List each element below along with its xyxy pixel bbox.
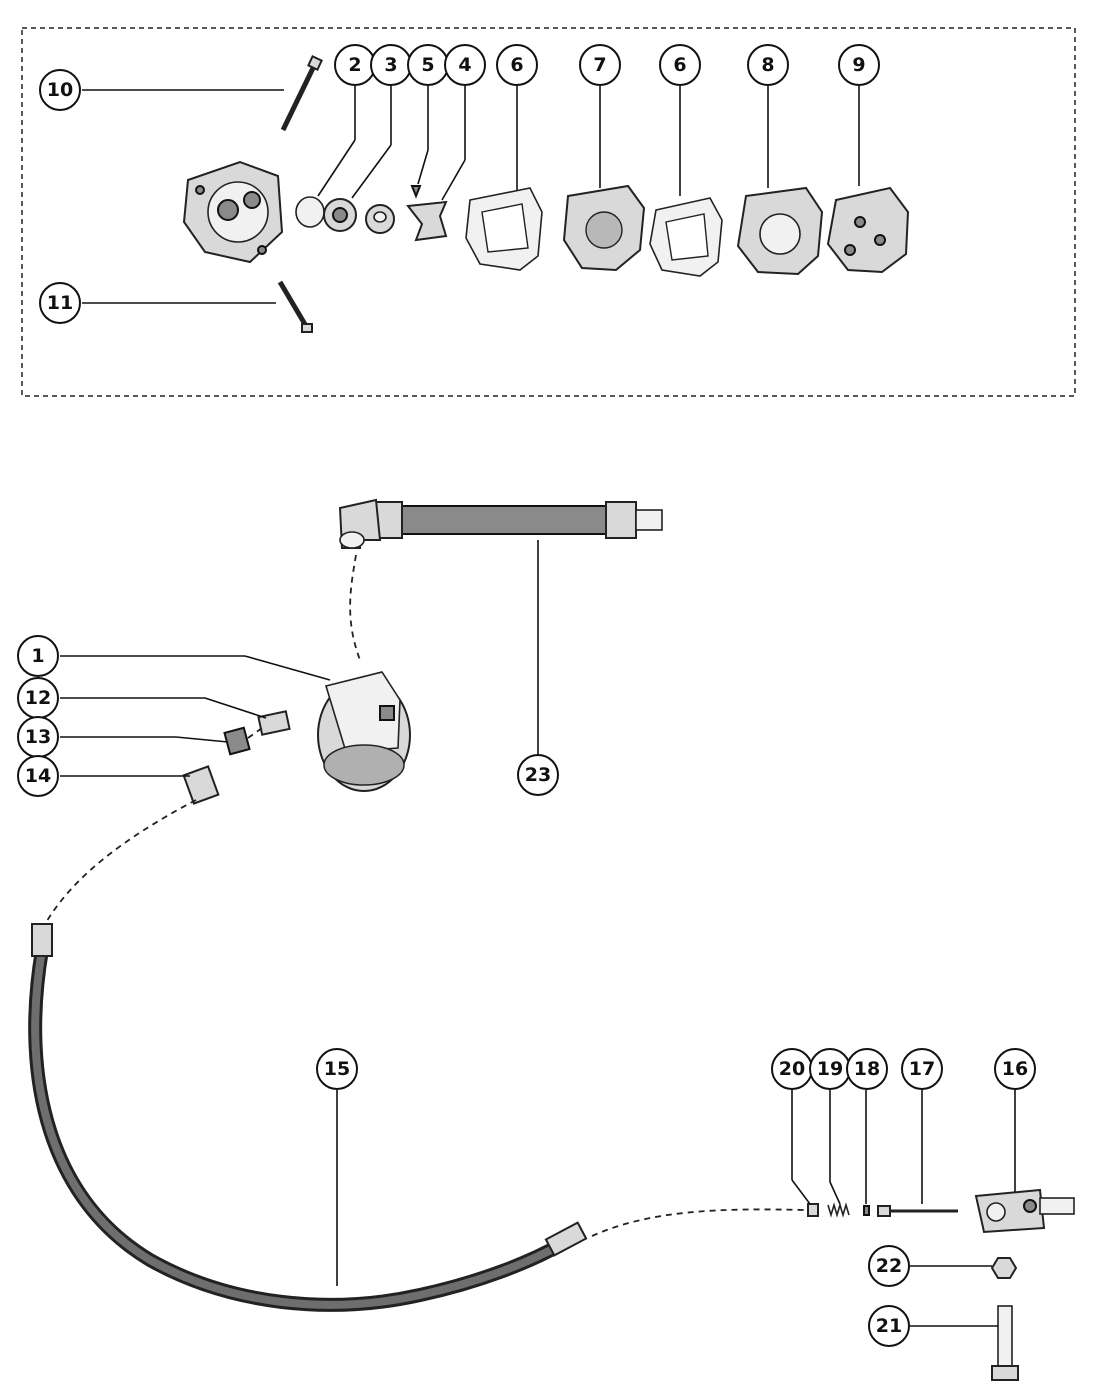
connector-14-to-hose: [43, 799, 197, 927]
leader-1b: [244, 655, 331, 681]
svg-text:22: 22: [876, 1255, 902, 1277]
pump-body: [182, 160, 284, 264]
callout-2: 2: [334, 44, 376, 86]
part-12-fitting: [257, 710, 291, 736]
svg-text:23: 23: [525, 764, 551, 786]
part-11-screw: [277, 280, 313, 333]
part-9-cover-plate: [826, 186, 910, 274]
svg-text:10: 10: [47, 79, 73, 101]
connector-pipe-to-pump: [349, 554, 361, 661]
callout-20: 20: [771, 1048, 813, 1090]
part-6-gasket-a: [465, 187, 543, 271]
callout-11: 11: [39, 282, 81, 324]
part-19-spring: [827, 1202, 850, 1218]
svg-text:21: 21: [876, 1315, 902, 1337]
svg-text:7: 7: [593, 54, 606, 76]
callout-13: 13: [17, 716, 59, 758]
callout-6b: 6: [659, 44, 701, 86]
callout-6a: 6: [496, 44, 538, 86]
callout-19: 19: [809, 1048, 851, 1090]
svg-text:12: 12: [25, 687, 51, 709]
svg-text:15: 15: [324, 1058, 350, 1080]
part-2-o-ring: [295, 196, 325, 228]
part-13-nut: [223, 726, 251, 756]
callout-17: 17: [901, 1048, 943, 1090]
callout-18: 18: [846, 1048, 888, 1090]
callout-22: 22: [868, 1245, 910, 1287]
part-15-hose: [28, 923, 588, 1312]
callout-16: 16: [994, 1048, 1036, 1090]
leader-13b: [175, 736, 229, 743]
svg-text:11: 11: [47, 292, 73, 314]
svg-text:4: 4: [458, 54, 471, 76]
part-5-pin: [410, 185, 422, 199]
leader-2b: [317, 139, 356, 197]
callout-1: 1: [17, 635, 59, 677]
leader-3b: [351, 144, 392, 199]
callout-12: 12: [17, 677, 59, 719]
svg-text:5: 5: [421, 54, 434, 76]
part-7-cover: [562, 184, 646, 272]
svg-text:17: 17: [909, 1058, 935, 1080]
part-4-retainer: [406, 200, 448, 242]
part-20-seat: [807, 1203, 819, 1217]
part-17-needle: [877, 1205, 958, 1217]
callout-7: 7: [579, 44, 621, 86]
svg-text:9: 9: [852, 54, 865, 76]
part-5-valve-cup: [365, 204, 395, 234]
part-23-fuel-line: [338, 498, 663, 549]
connector-12-13: [247, 727, 263, 739]
svg-text:13: 13: [25, 726, 51, 748]
part-3-valve: [323, 198, 357, 232]
svg-text:2: 2: [348, 54, 361, 76]
callout-21: 21: [868, 1305, 910, 1347]
part-18-ball: [863, 1205, 870, 1216]
svg-text:3: 3: [384, 54, 397, 76]
callout-23: 23: [517, 754, 559, 796]
callout-8: 8: [747, 44, 789, 86]
callout-4: 4: [444, 44, 486, 86]
leader-5b: [417, 149, 429, 185]
callout-15: 15: [316, 1048, 358, 1090]
callout-14: 14: [17, 755, 59, 797]
svg-text:18: 18: [854, 1058, 880, 1080]
svg-text:6: 6: [510, 54, 523, 76]
leader-20b: [791, 1179, 811, 1205]
svg-text:20: 20: [779, 1058, 805, 1080]
svg-text:6: 6: [673, 54, 686, 76]
part-16-valve-body: [974, 1188, 1075, 1234]
svg-text:14: 14: [25, 765, 51, 787]
callout-10: 10: [39, 69, 81, 111]
leader-19b: [829, 1181, 841, 1205]
callout-5: 5: [407, 44, 449, 86]
part-21-bolt: [991, 1305, 1019, 1381]
svg-text:16: 16: [1002, 1058, 1028, 1080]
leader-12b: [204, 697, 267, 719]
detail-box: [21, 27, 1076, 397]
part-1-fuel-pump: [317, 671, 411, 792]
callout-9: 9: [838, 44, 880, 86]
part-8-diaphragm: [736, 186, 824, 276]
part-14-sleeve: [182, 765, 220, 805]
svg-text:19: 19: [817, 1058, 843, 1080]
svg-text:8: 8: [761, 54, 774, 76]
part-10-screw: [280, 55, 323, 132]
svg-text:1: 1: [31, 645, 44, 667]
part-6-gasket-b: [649, 197, 723, 277]
callout-3: 3: [370, 44, 412, 86]
leader-4b: [441, 159, 466, 201]
connector-hose-to-fitting: [591, 1208, 806, 1237]
part-22-nut: [990, 1257, 1018, 1279]
